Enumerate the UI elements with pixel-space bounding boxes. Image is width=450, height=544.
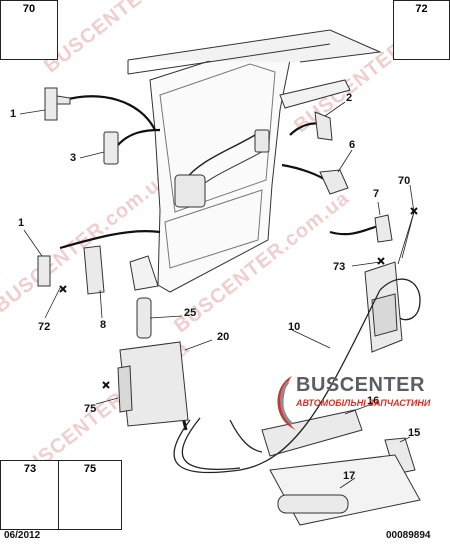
striker-1-top [44, 87, 58, 121]
outer-handle-16 [261, 409, 363, 457]
footer-reference: 00089894 [386, 530, 431, 541]
striker-1-bottom [37, 255, 51, 287]
brand-block: BUSCENTER АВТОМОБІЛЬНІ ЗАПЧАСТИНИ [270, 368, 445, 438]
hinge-2 [314, 111, 333, 141]
inset-number: 72 [415, 3, 428, 15]
footer-date: 06/2012 [4, 530, 41, 541]
callout-6: 6 [349, 139, 356, 151]
callout-8: 8 [100, 319, 107, 331]
bumper-6 [319, 169, 349, 195]
inset-number: 73 [23, 463, 37, 475]
callout-70: 70 [398, 175, 411, 187]
callout-15: 15 [408, 427, 421, 439]
handle-body-17 [269, 454, 421, 526]
callout-17: 17 [343, 470, 356, 482]
cross-marks [59, 207, 418, 389]
callout-73: 73 [333, 261, 346, 273]
callout-1: 1 [18, 217, 25, 229]
callout-1: 1 [10, 108, 17, 120]
inset-box-72: 72 [393, 0, 450, 60]
lower-rail [129, 255, 159, 291]
callout-75: 75 [84, 403, 97, 415]
inset-box-75: 75 [58, 460, 122, 530]
callout-7: 7 [373, 188, 380, 200]
guide-25 [136, 297, 152, 339]
brand-tagline: АВТОМОБІЛЬНІ ЗАПЧАСТИНИ [296, 398, 431, 408]
inset-box-70: 70 [0, 0, 58, 60]
mount-7 [374, 214, 393, 243]
callout-10: 10 [288, 321, 301, 333]
callout-25: 25 [184, 307, 197, 319]
side-rail [279, 79, 351, 109]
callout-72: 72 [38, 321, 51, 333]
callout-2: 2 [346, 92, 353, 104]
cable-10 [173, 289, 381, 474]
inset-number: 70 [22, 3, 36, 15]
brand-name: BUSCENTER [296, 374, 425, 396]
inner-handle [174, 174, 206, 208]
sliding-door-outline [149, 47, 291, 293]
bracket-3 [103, 131, 119, 165]
inset-box-73: 73 [0, 460, 60, 530]
callout-20: 20 [217, 331, 230, 343]
bracket-8 [83, 245, 105, 295]
inset-number: 75 [83, 463, 97, 475]
callout-16: 16 [367, 395, 380, 407]
callout-3: 3 [70, 152, 77, 164]
buscenter-logo [277, 376, 296, 430]
upper-rail [127, 29, 382, 63]
